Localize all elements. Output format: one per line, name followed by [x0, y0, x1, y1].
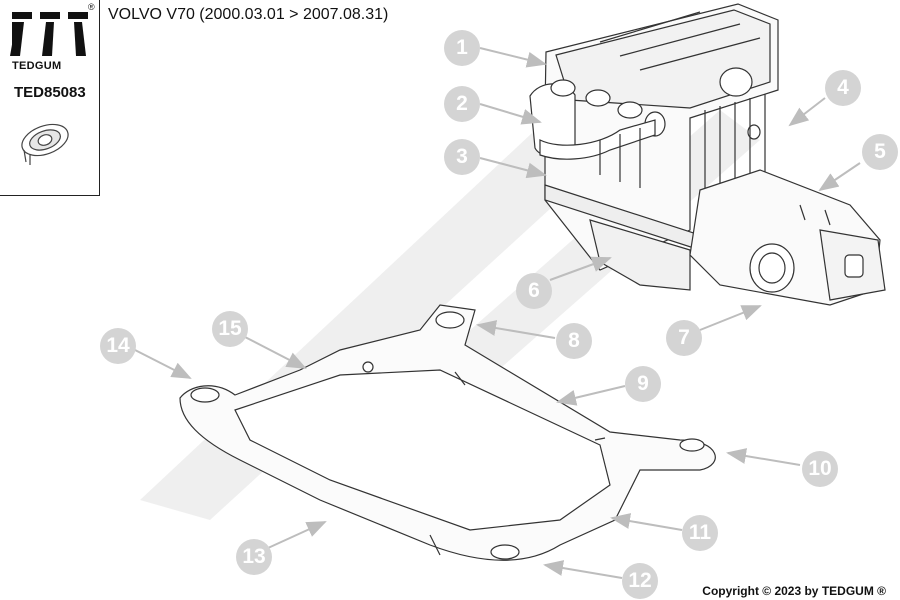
callout-14: 14	[100, 328, 136, 364]
engine-drawing	[544, 3, 779, 291]
intake-manifold-drawing	[529, 79, 666, 188]
vehicle-title: VOLVO V70 (2000.03.01 > 2007.08.31)	[108, 6, 389, 23]
callout-4: 4	[825, 70, 861, 106]
subframe-drawing	[179, 304, 716, 561]
brand-logo-box: TEDGUM ® TED85083	[0, 0, 100, 196]
callout-11: 11	[682, 515, 718, 551]
callout-15: 15	[212, 311, 248, 347]
leader-arrows	[134, 47, 861, 579]
tedgum-logo-icon	[10, 12, 88, 165]
tensioner-pulley-icon	[21, 123, 69, 165]
callout-6: 6	[516, 273, 552, 309]
registered-mark: ®	[88, 2, 95, 12]
callout-9: 9	[625, 366, 661, 402]
callout-7: 7	[666, 320, 702, 356]
brand-name: TEDGUM	[12, 60, 62, 72]
callout-12: 12	[622, 563, 658, 599]
callout-8: 8	[556, 323, 592, 359]
callout-13: 13	[236, 539, 272, 575]
callout-3: 3	[444, 139, 480, 175]
callout-1: 1	[444, 30, 480, 66]
callout-5: 5	[862, 134, 898, 170]
part-number: TED85083	[14, 84, 86, 101]
callout-10: 10	[802, 451, 838, 487]
copyright-notice: Copyright © 2023 by TEDGUM ®	[702, 584, 886, 598]
gearbox-drawing	[689, 169, 886, 306]
callout-2: 2	[444, 86, 480, 122]
